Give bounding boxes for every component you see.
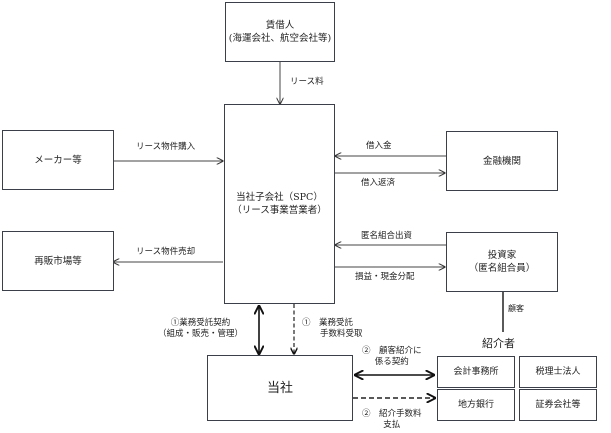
- label-purchase: リース物件購入: [136, 142, 196, 152]
- label-referral-contract-line2: 係る契約: [374, 357, 409, 367]
- label-customer: 顧客: [508, 304, 524, 313]
- introducer-label: 証券会社等: [535, 399, 581, 410]
- maker-box: メーカー等: [2, 130, 114, 190]
- introducer-label: 税理士法人: [535, 366, 581, 377]
- maker-label: メーカー等: [34, 154, 82, 166]
- label-repayment: 借入返済: [361, 178, 396, 188]
- investor-subtitle: （匿名組合員）: [468, 263, 536, 274]
- label-service-fee-line1: ① 業務受託: [302, 318, 354, 328]
- label-sale: リース物件売却: [136, 247, 196, 257]
- lessee-box: 賃借人 (海運会社、航空会社等): [225, 2, 335, 62]
- label-loan: 借入金: [366, 141, 392, 151]
- introducer-title: 紹介者: [482, 337, 515, 350]
- spc-subtitle: （リース事業営業者）: [232, 205, 327, 216]
- company-box: 当社: [207, 355, 353, 421]
- label-service-contract: ①業務受託契約 （組成・販売・管理）: [158, 318, 243, 340]
- lessee-subtitle: (海運会社、航空会社等): [228, 33, 332, 44]
- label-referral-fee-line1: ② 紹介手数料: [362, 409, 422, 419]
- label-service-contract-line1: ①業務受託契約: [170, 318, 231, 328]
- investor-title: 投資家: [487, 250, 517, 261]
- resale-label: 再販市場等: [34, 255, 82, 267]
- introducer-tax: 税理士法人: [519, 356, 597, 388]
- introducer-label: 地方銀行: [457, 399, 494, 410]
- label-service-contract-line2: （組成・販売・管理）: [158, 329, 244, 339]
- label-referral-contract-line1: ② 顧客紹介に: [362, 346, 422, 356]
- investor-box: 投資家 （匿名組合員）: [446, 232, 558, 292]
- label-service-fee-line2: 手数料受取: [320, 329, 363, 339]
- label-investment: 匿名組合出資: [361, 231, 413, 241]
- bank-box: 金融機関: [446, 131, 558, 191]
- label-distribution: 損益・現金分配: [355, 272, 415, 282]
- spc-title: 当社子会社（SPC）: [236, 192, 323, 203]
- lessee-title: 賃借人: [265, 20, 295, 31]
- spc-box: 当社子会社（SPC） （リース事業営業者）: [224, 104, 335, 304]
- label-referral-fee: ② 紹介手数料 支払: [362, 409, 422, 431]
- resale-box: 再販市場等: [2, 231, 114, 291]
- label-referral-fee-line2: 支払: [383, 420, 401, 430]
- label-referral-contract: ② 顧客紹介に 係る契約: [362, 346, 422, 368]
- introducer-securities: 証券会社等: [519, 389, 597, 421]
- introducer-accounting: 会計事務所: [437, 356, 515, 388]
- introducer-regional-bank: 地方銀行: [437, 389, 515, 421]
- label-lease-fee: リース料: [290, 77, 324, 87]
- introducer-label: 会計事務所: [453, 366, 499, 377]
- label-service-fee: ① 業務受託 手数料受取: [302, 318, 363, 340]
- company-label: 当社: [266, 380, 293, 396]
- bank-label: 金融機関: [482, 155, 521, 167]
